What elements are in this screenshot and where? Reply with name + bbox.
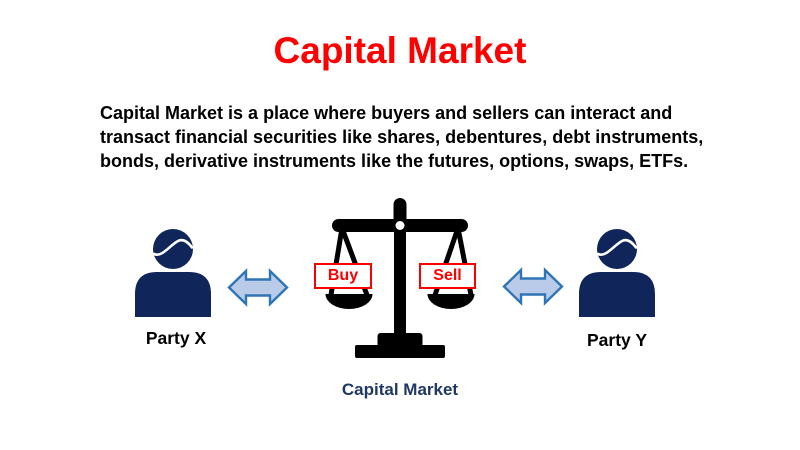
double-arrow-icon [502, 267, 564, 306]
scale-caption: Capital Market [341, 380, 459, 399]
party-x-label: Party X [145, 328, 207, 348]
buy-tag: Buy [314, 263, 372, 289]
person-icon [134, 229, 212, 317]
double-arrow-icon [227, 268, 289, 307]
description-paragraph: Capital Market is a place where buyers a… [100, 101, 720, 173]
page-title: Capital Market [273, 30, 527, 71]
party-x-figure [134, 229, 212, 317]
sell-tag: Sell [419, 263, 476, 289]
description-line-3: bonds, derivative instruments like the f… [100, 151, 689, 171]
party-y-label: Party Y [587, 330, 647, 350]
person-icon [578, 229, 656, 317]
description-line-2: transact financial securities like share… [100, 127, 704, 147]
party-y-figure [578, 229, 656, 317]
description-line-1: Capital Market is a place where buyers a… [100, 103, 673, 123]
